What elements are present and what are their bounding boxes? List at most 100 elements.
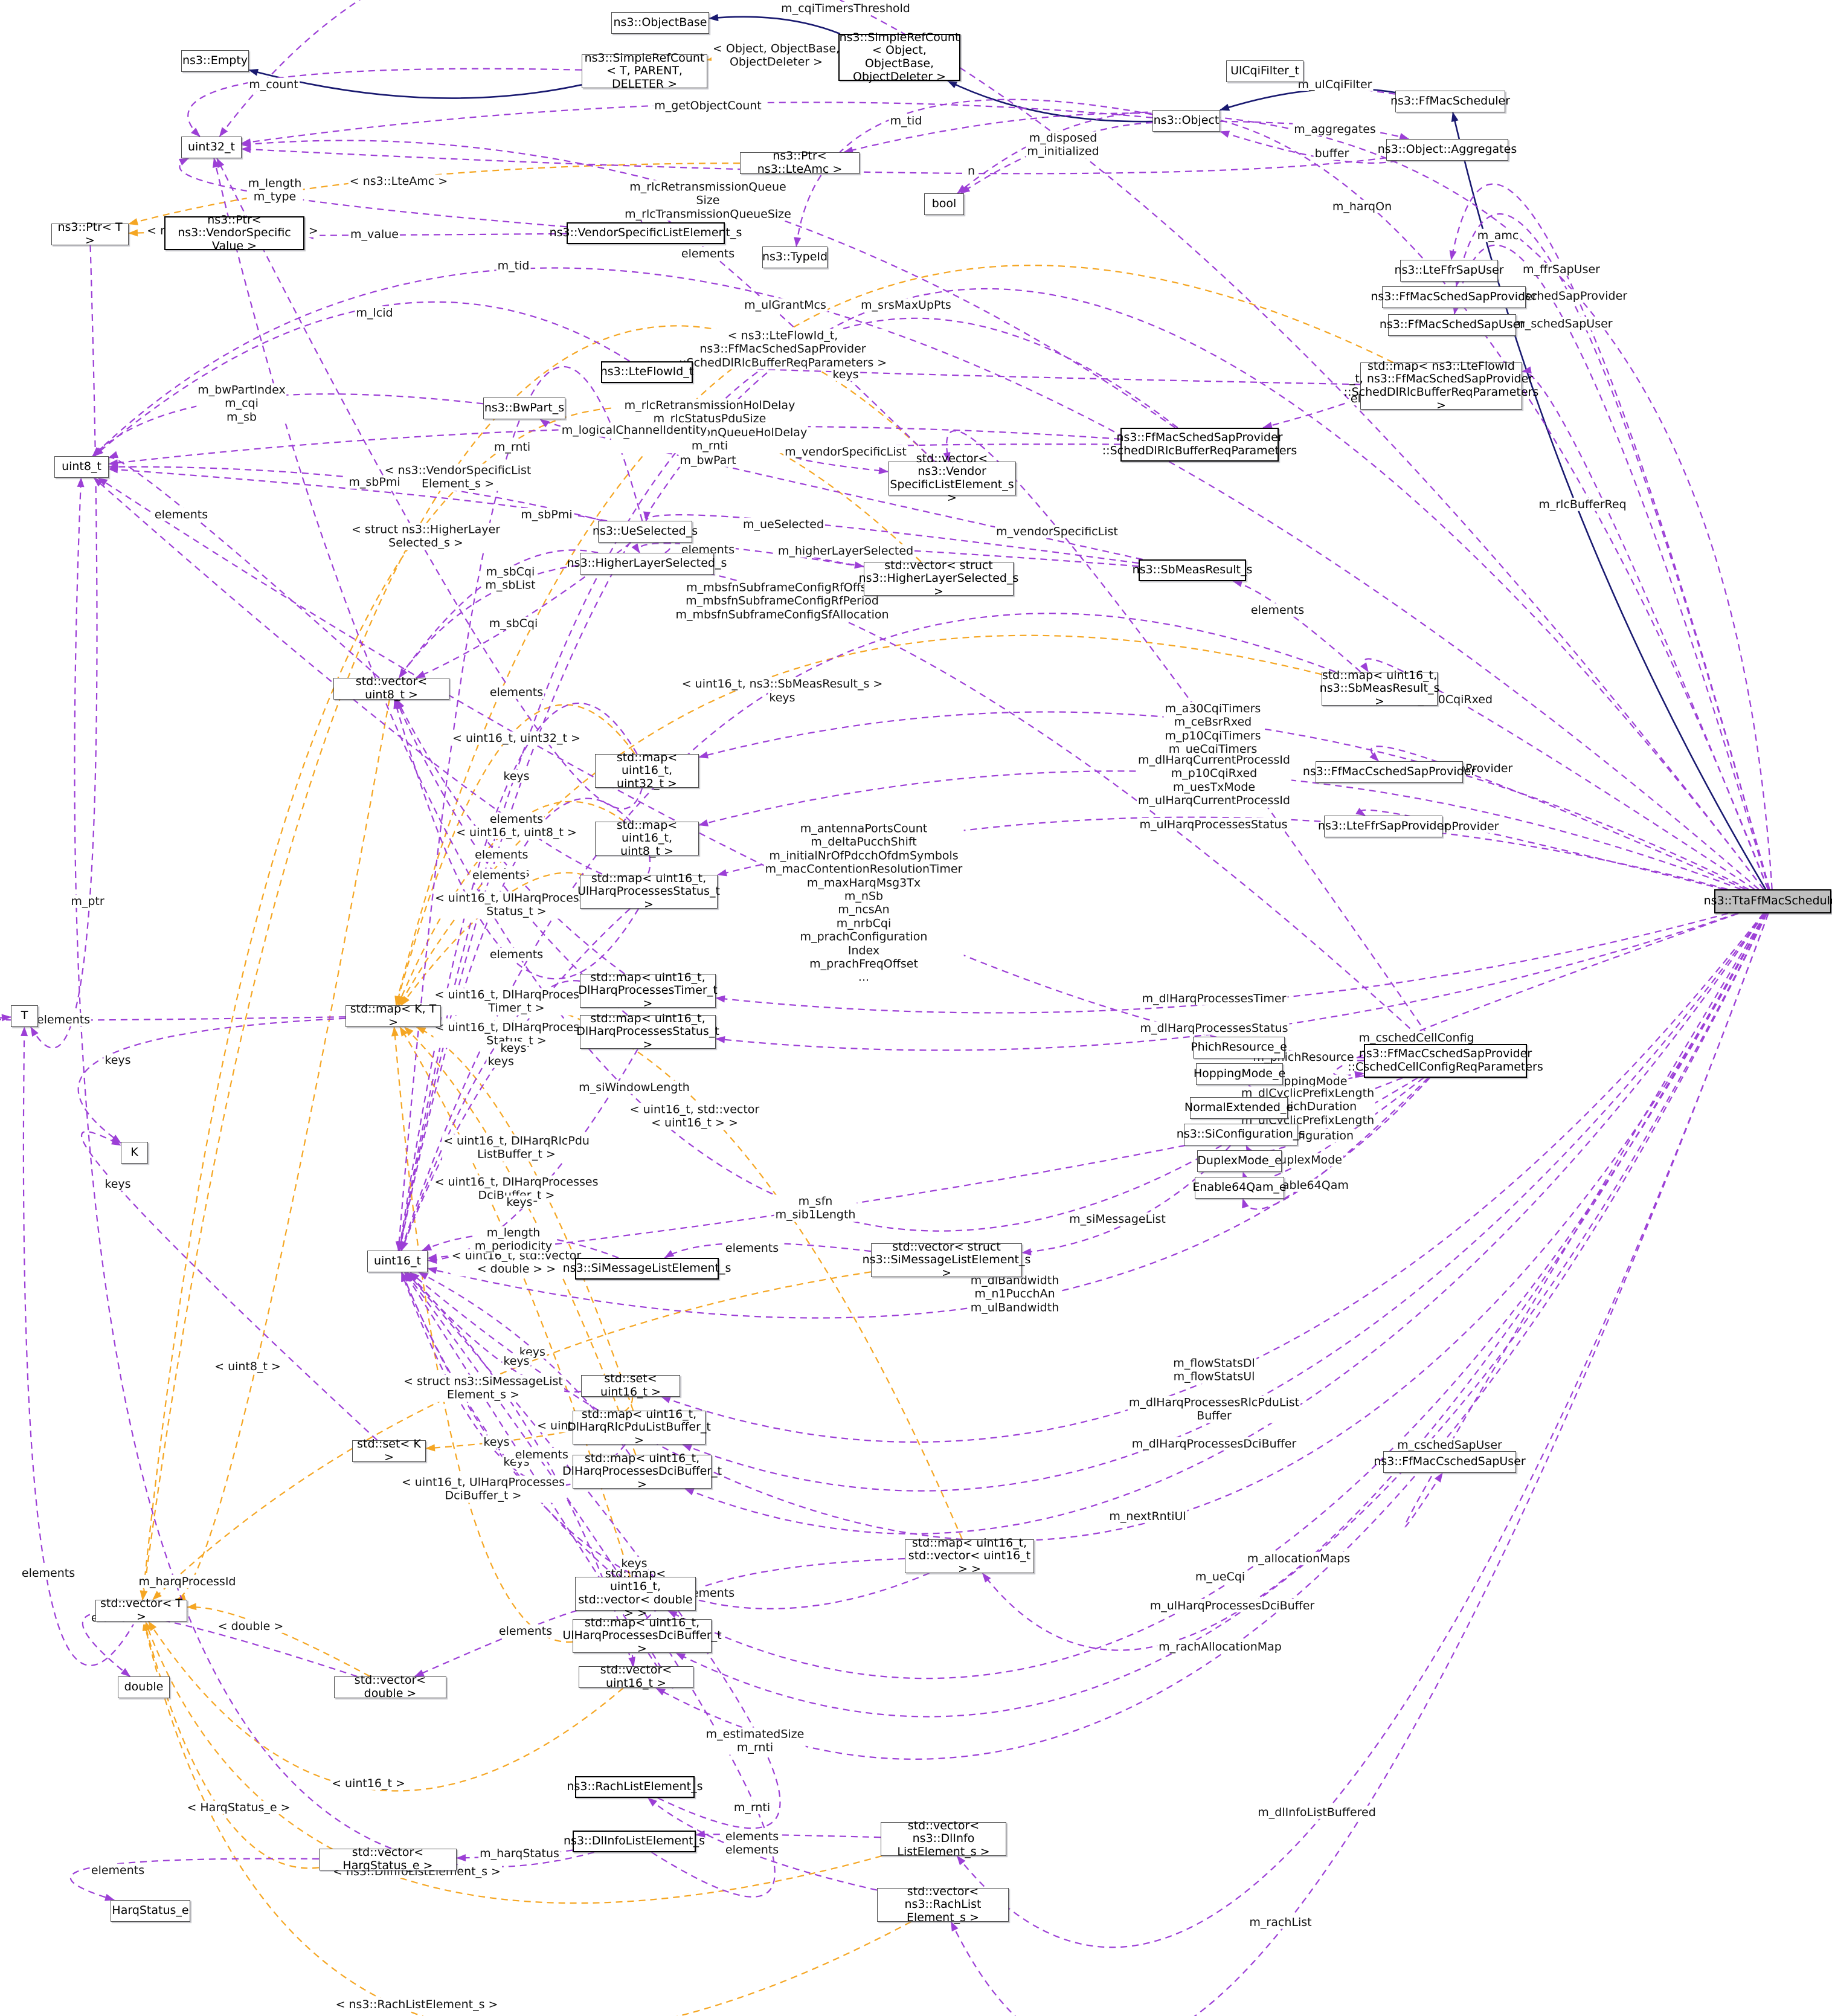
edge-C3-C1 [709,14,841,35]
graph-node-c13[interactable]: ns3::FfMacSchedSapProvider ::SchedDlRlcB… [1102,428,1297,462]
graph-node-c12[interactable]: std::vector< struct ns3::HigherLayerSele… [858,558,1019,598]
graph-node-c15[interactable]: ns3::SbMeasResult_s [1133,559,1252,581]
graph-node-a5[interactable]: double [118,1676,170,1698]
graph-node-d9[interactable]: std::map< uint16_t, ns3::SbMeasResult_s … [1319,668,1440,708]
graph-node-c29[interactable]: std::vector< uint16_t > [579,1664,693,1690]
graph-node-b2[interactable]: uint32_t [181,137,242,158]
edge-C17-B5 [397,800,625,1006]
edge-B9-A6 [143,1621,320,1869]
graph-node-c31[interactable]: ns3::DlInfoListElement_s [564,1831,705,1852]
graph-node-d11[interactable]: ns3::LteFfrSapProvider [1318,816,1448,837]
edge-D2-B2 [241,101,1153,146]
graph-node-c16[interactable]: std::map< uint16_t, uint32_t > [595,751,699,790]
graph-node-b3[interactable]: ns3::Ptr< ns3::VendorSpecific Value > [164,213,304,253]
graph-node-b4[interactable]: std::vector< uint8_t > [333,675,449,701]
graph-node-b6[interactable]: uint16_t [367,1251,428,1272]
edge-C31-B9 [456,1849,573,1862]
graph-node-d8[interactable]: std::map< ns3::LteFlowId _t, ns3::FfMacS… [1343,359,1539,412]
graph-node-a6[interactable]: std::vector< T > [95,1597,187,1623]
graph-node-c20[interactable]: std::map< uint16_t, DlHarqProcessesStatu… [576,1011,719,1051]
edge-D8-C8 [644,360,1361,385]
graph-node-b7[interactable]: std::set< K > [352,1438,426,1464]
edge-C18-B6 [400,908,631,1251]
graph-node-a4[interactable]: uint8_t [54,456,109,478]
graph-node-d1[interactable]: UlCqiFilter_t [1226,60,1303,82]
graph-node-c23[interactable]: std::set< uint16_t > [581,1373,680,1399]
edge-C24-B6 [400,1272,626,1487]
graph-node-c2[interactable]: ns3::SimpleRefCount < T, PARENT, DELETER… [582,51,707,91]
graph-node-c4[interactable]: ns3::Ptr< ns3::LteAmc > [740,150,860,176]
graph-node-b5[interactable]: std::map< K, T > [346,1003,441,1029]
edge-D4-D2 [1220,130,1398,164]
graph-node-d14[interactable]: NormalExtended_e [1184,1097,1293,1119]
graph-node-d7[interactable]: ns3::FfMacSchedSapUser [1380,314,1525,336]
graph-node-d15[interactable]: ns3::SiConfiguration_s [1177,1124,1305,1145]
graph-node-c30[interactable]: ns3::RachListElement_s [567,1776,703,1798]
graph-node-a7[interactable]: HarqStatus_e [111,1900,190,1922]
graph-node-c18[interactable]: std::map< uint16_t, UlHarqProcessesStatu… [577,871,720,911]
edge-C24-B5 [416,1026,634,1411]
edge-D15-B6 [427,1144,1186,1261]
graph-node-d4[interactable]: ns3::Object::Aggregates [1378,139,1517,161]
graph-node-b9[interactable]: std::vector< HarqStatus_e > [319,1846,457,1872]
edge-MAIN-D3 [1451,112,1767,890]
edge-C11-B4 [398,549,599,678]
edge-C13-B2 [241,140,1176,428]
edge-C15-C10 [643,511,1139,564]
edge-D3-D1 [1303,79,1396,95]
edge-C5-B2 [178,158,567,228]
graph-node-c25[interactable]: std::map< uint16_t, DlHarqProcessesDciBu… [562,1451,722,1491]
graph-node-d3[interactable]: ns3::FfMacScheduler [1390,91,1510,112]
edge-A6-A1 [21,1026,136,1666]
edge-C11-A4 [108,466,672,553]
graph-node-a2[interactable]: K [121,1142,148,1164]
graph-node-c21[interactable]: ns3::SiMessageListElement_s [563,1258,731,1280]
graph-node-c10[interactable]: ns3::UeSelected_s [593,521,698,543]
graph-node-c28[interactable]: std::map< uint16_t, UlHarqProcessesDciBu… [562,1615,722,1655]
graph-node-c5[interactable]: ns3::VendorSpecificListElement_s [550,222,742,244]
graph-node-d19[interactable]: ns3::FfMacCschedSapUser [1374,1451,1526,1473]
graph-node-a1[interactable]: T [11,1005,38,1027]
graph-node-c19[interactable]: std::map< uint16_t, DlHarqProcessesTimer… [578,970,718,1010]
graph-node-d18[interactable]: ns3::FfMacCschedSapProvider ::CschedCell… [1348,1044,1543,1078]
graph-node-c24[interactable]: std::map< uint16_t, DlHarqRlcPduListBuff… [567,1407,711,1447]
graph-node-d2[interactable]: ns3::Object [1152,110,1220,132]
graph-node-a3[interactable]: ns3::Ptr< T > [51,221,129,247]
graph-node-d5[interactable]: ns3::LteFfrSapUser [1394,260,1504,282]
edge-MAIN-C24 [682,913,1765,1492]
edge-A3-A1 [30,245,98,1049]
graph-node-d6[interactable]: ns3::FfMacSchedSapProvider [1371,286,1537,308]
edge-B5-A1 [0,1014,346,1022]
edge-C29-A6 [147,1621,624,1792]
graph-node-c3[interactable]: ns3::SimpleRefCount < Object, ObjectBase… [838,30,960,83]
edge-C17-B6 [397,797,631,1251]
graph-node-c8[interactable]: ns3::LteFlowId_t [600,361,693,383]
graph-node-d13[interactable]: HoppingMode_e [1194,1063,1285,1085]
graph-node-d12[interactable]: PhichResource_e [1191,1037,1287,1058]
edge-B8-A5 [82,1612,358,1678]
graph-node-b8[interactable]: std::vector< double > [334,1674,446,1700]
graph-node-c27[interactable]: std::map< uint16_t, std::vector< double … [575,1567,696,1619]
edge-C20-B4 [395,699,628,1016]
edge-MAIN-C20 [715,912,1738,1051]
graph-node-c11[interactable]: ns3::HigherLayerSelected_s [567,553,727,575]
edge-D18-D17 [1242,1077,1429,1210]
graph-node-c32[interactable]: std::vector< ns3::DlInfo ListElement_s > [881,1819,1006,1858]
graph-node-c9[interactable]: ns3::BwPart_s [483,398,565,419]
graph-node-c22[interactable]: std::vector< struct ns3::SiMessageListEl… [862,1240,1031,1280]
edge-MAIN-C28 [675,913,1768,1718]
graph-node-c7[interactable]: bool [924,193,964,215]
graph-node-d16[interactable]: DuplexMode_e [1197,1150,1282,1172]
edge-C19-B4 [396,699,625,974]
graph-node-d17[interactable]: Enable64Qam_e [1192,1177,1287,1199]
graph-node-c1[interactable]: ns3::ObjectBase [611,12,709,34]
graph-node-c17[interactable]: std::map< uint16_t, uint8_t > [595,819,699,858]
graph-node-c33[interactable]: std::vector< ns3::RachList Element_s > [877,1885,1009,1924]
graph-node-c14[interactable]: std::vector< ns3::Vendor SpecificListEle… [888,452,1016,504]
edge-C23-B6 [407,1272,582,1393]
graph-node-c6[interactable]: ns3::TypeId [762,246,828,268]
graph-node-d10[interactable]: ns3::FfMacCschedSapProvider [1303,761,1476,783]
graph-node-c26[interactable]: std::map< uint16_t, std::vector< uint16_… [905,1536,1034,1576]
graph-node-b1[interactable]: ns3::Empty [181,50,249,72]
